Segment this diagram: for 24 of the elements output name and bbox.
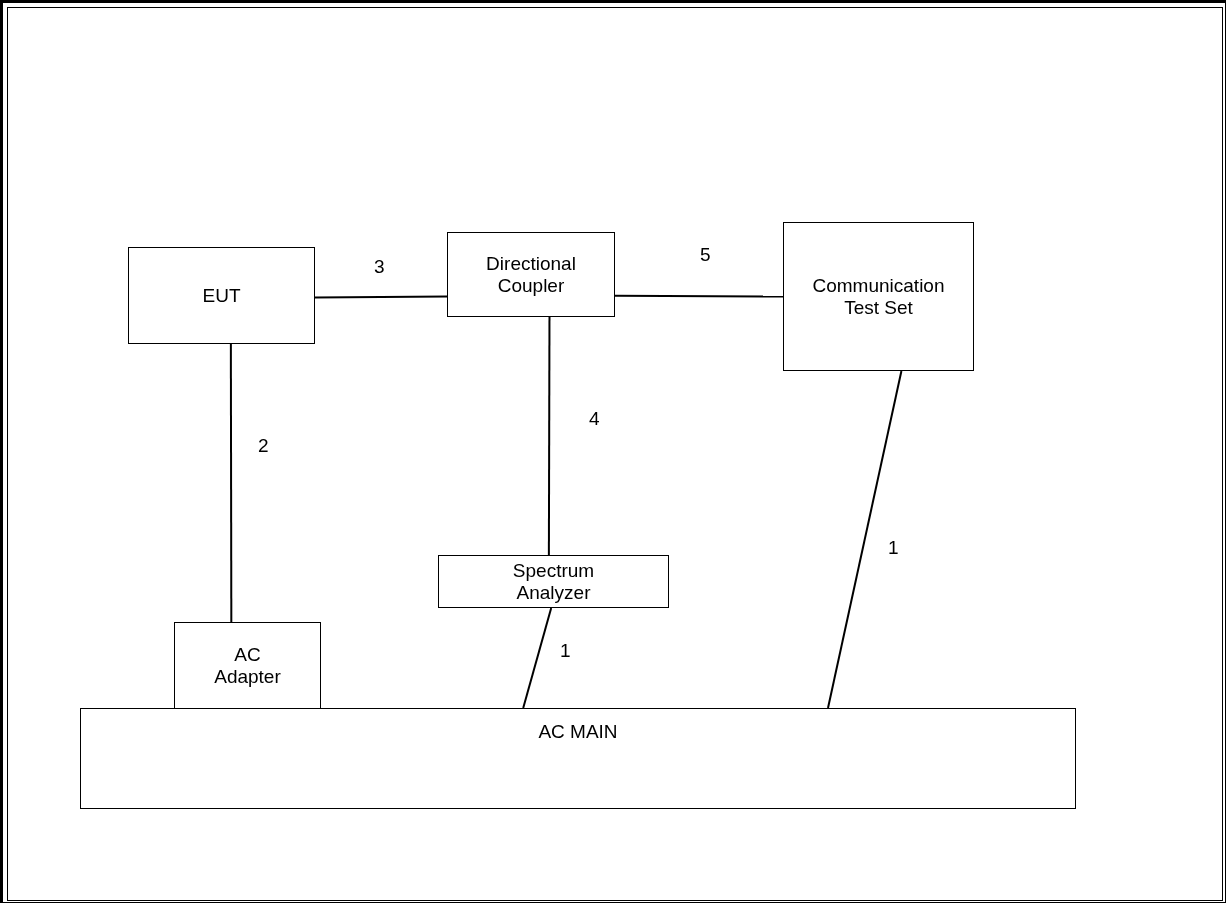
cable-number: 5 [700, 244, 711, 266]
box-label: AC MAIN [538, 721, 618, 743]
cable-line [522, 607, 553, 709]
cable-line [614, 294, 784, 298]
adapter-box [174, 622, 321, 709]
mains-box [80, 708, 1076, 809]
cable-number: 4 [589, 408, 600, 430]
box-label: Spectrum Analyzer [511, 559, 596, 604]
cable-line [547, 316, 551, 556]
cable-line [229, 343, 233, 623]
cable-number: 2 [258, 435, 269, 457]
device-box [128, 247, 315, 344]
coupler-box [447, 232, 615, 317]
cable-number: 1 [560, 640, 571, 662]
box-label: Communication Test Set [811, 274, 946, 319]
cable-line [827, 370, 903, 709]
cable-line [314, 295, 448, 299]
box-label: EUT [202, 284, 241, 307]
box-label: AC Adapter [213, 643, 282, 688]
analyzer-box [438, 555, 669, 608]
cable-number: 3 [374, 256, 385, 278]
test-set-box [783, 222, 974, 371]
cable-number: 1 [888, 537, 899, 559]
box-label: Directional Coupler [485, 252, 577, 297]
